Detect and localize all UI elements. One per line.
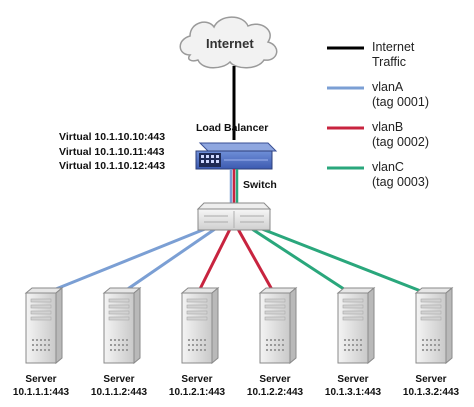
- server-icon: [336, 286, 376, 365]
- server-title: Server: [103, 374, 135, 385]
- server-address: 10.1.3.1:443: [324, 387, 382, 398]
- server-link-2: [118, 227, 216, 297]
- switch-icon: [196, 202, 272, 231]
- server-address: 10.1.3.2:443: [402, 387, 460, 398]
- server-group: [24, 286, 454, 365]
- trunk-links: [229, 169, 239, 203]
- server-address: 10.1.2.1:443: [168, 387, 226, 398]
- server-link-6: [261, 227, 432, 297]
- legend-swatches: [327, 46, 364, 170]
- switch-label: Switch: [243, 179, 277, 191]
- server-icon: [180, 286, 220, 365]
- server-label-4: Server 10.1.2.2:443: [236, 373, 314, 399]
- server-address: 10.1.1.2:443: [90, 387, 148, 398]
- server-title: Server: [415, 374, 447, 385]
- internet-cloud-icon: [179, 16, 278, 69]
- server-link-1: [40, 227, 206, 297]
- load-balancer-label: Load Balancer: [196, 122, 269, 134]
- server-links: [40, 227, 432, 297]
- server-address: 10.1.2.2:443: [246, 387, 304, 398]
- server-link-3: [195, 228, 232, 296]
- server-title: Server: [25, 374, 57, 385]
- server-address: 10.1.1.1:443: [12, 387, 70, 398]
- load-balancer-icon: [195, 142, 278, 170]
- legend-item-vlanb: vlanB(tag 0002): [372, 120, 429, 149]
- legend-item-vlanc: vlanC(tag 0003): [372, 160, 429, 189]
- server-title: Server: [337, 374, 369, 385]
- legend-item-vlana: vlanA(tag 0001): [372, 80, 429, 109]
- virtual-address-3: Virtual 10.1.10.12:443: [59, 160, 166, 172]
- virtual-address-list: Virtual 10.1.10.10:443 Virtual 10.1.10.1…: [59, 130, 165, 174]
- virtual-address-2: Virtual 10.1.10.11:443: [59, 145, 165, 158]
- server-label-1: Server 10.1.1.1:443: [2, 373, 80, 399]
- server-icon: [414, 286, 454, 365]
- server-title: Server: [259, 374, 291, 385]
- server-label-5: Server 10.1.3.1:443: [314, 373, 392, 399]
- server-link-5: [251, 227, 354, 297]
- server-title: Server: [181, 374, 213, 385]
- server-label-6: Server 10.1.3.2:443: [392, 373, 470, 399]
- server-icon: [258, 286, 298, 365]
- server-icon: [24, 286, 64, 365]
- server-label-2: Server 10.1.1.2:443: [80, 373, 158, 399]
- server-label-3: Server 10.1.2.1:443: [158, 373, 236, 399]
- virtual-address-1: Virtual 10.1.10.10:443: [59, 131, 166, 143]
- server-link-4: [236, 228, 277, 296]
- server-icon: [102, 286, 142, 365]
- internet-label: Internet: [206, 36, 254, 51]
